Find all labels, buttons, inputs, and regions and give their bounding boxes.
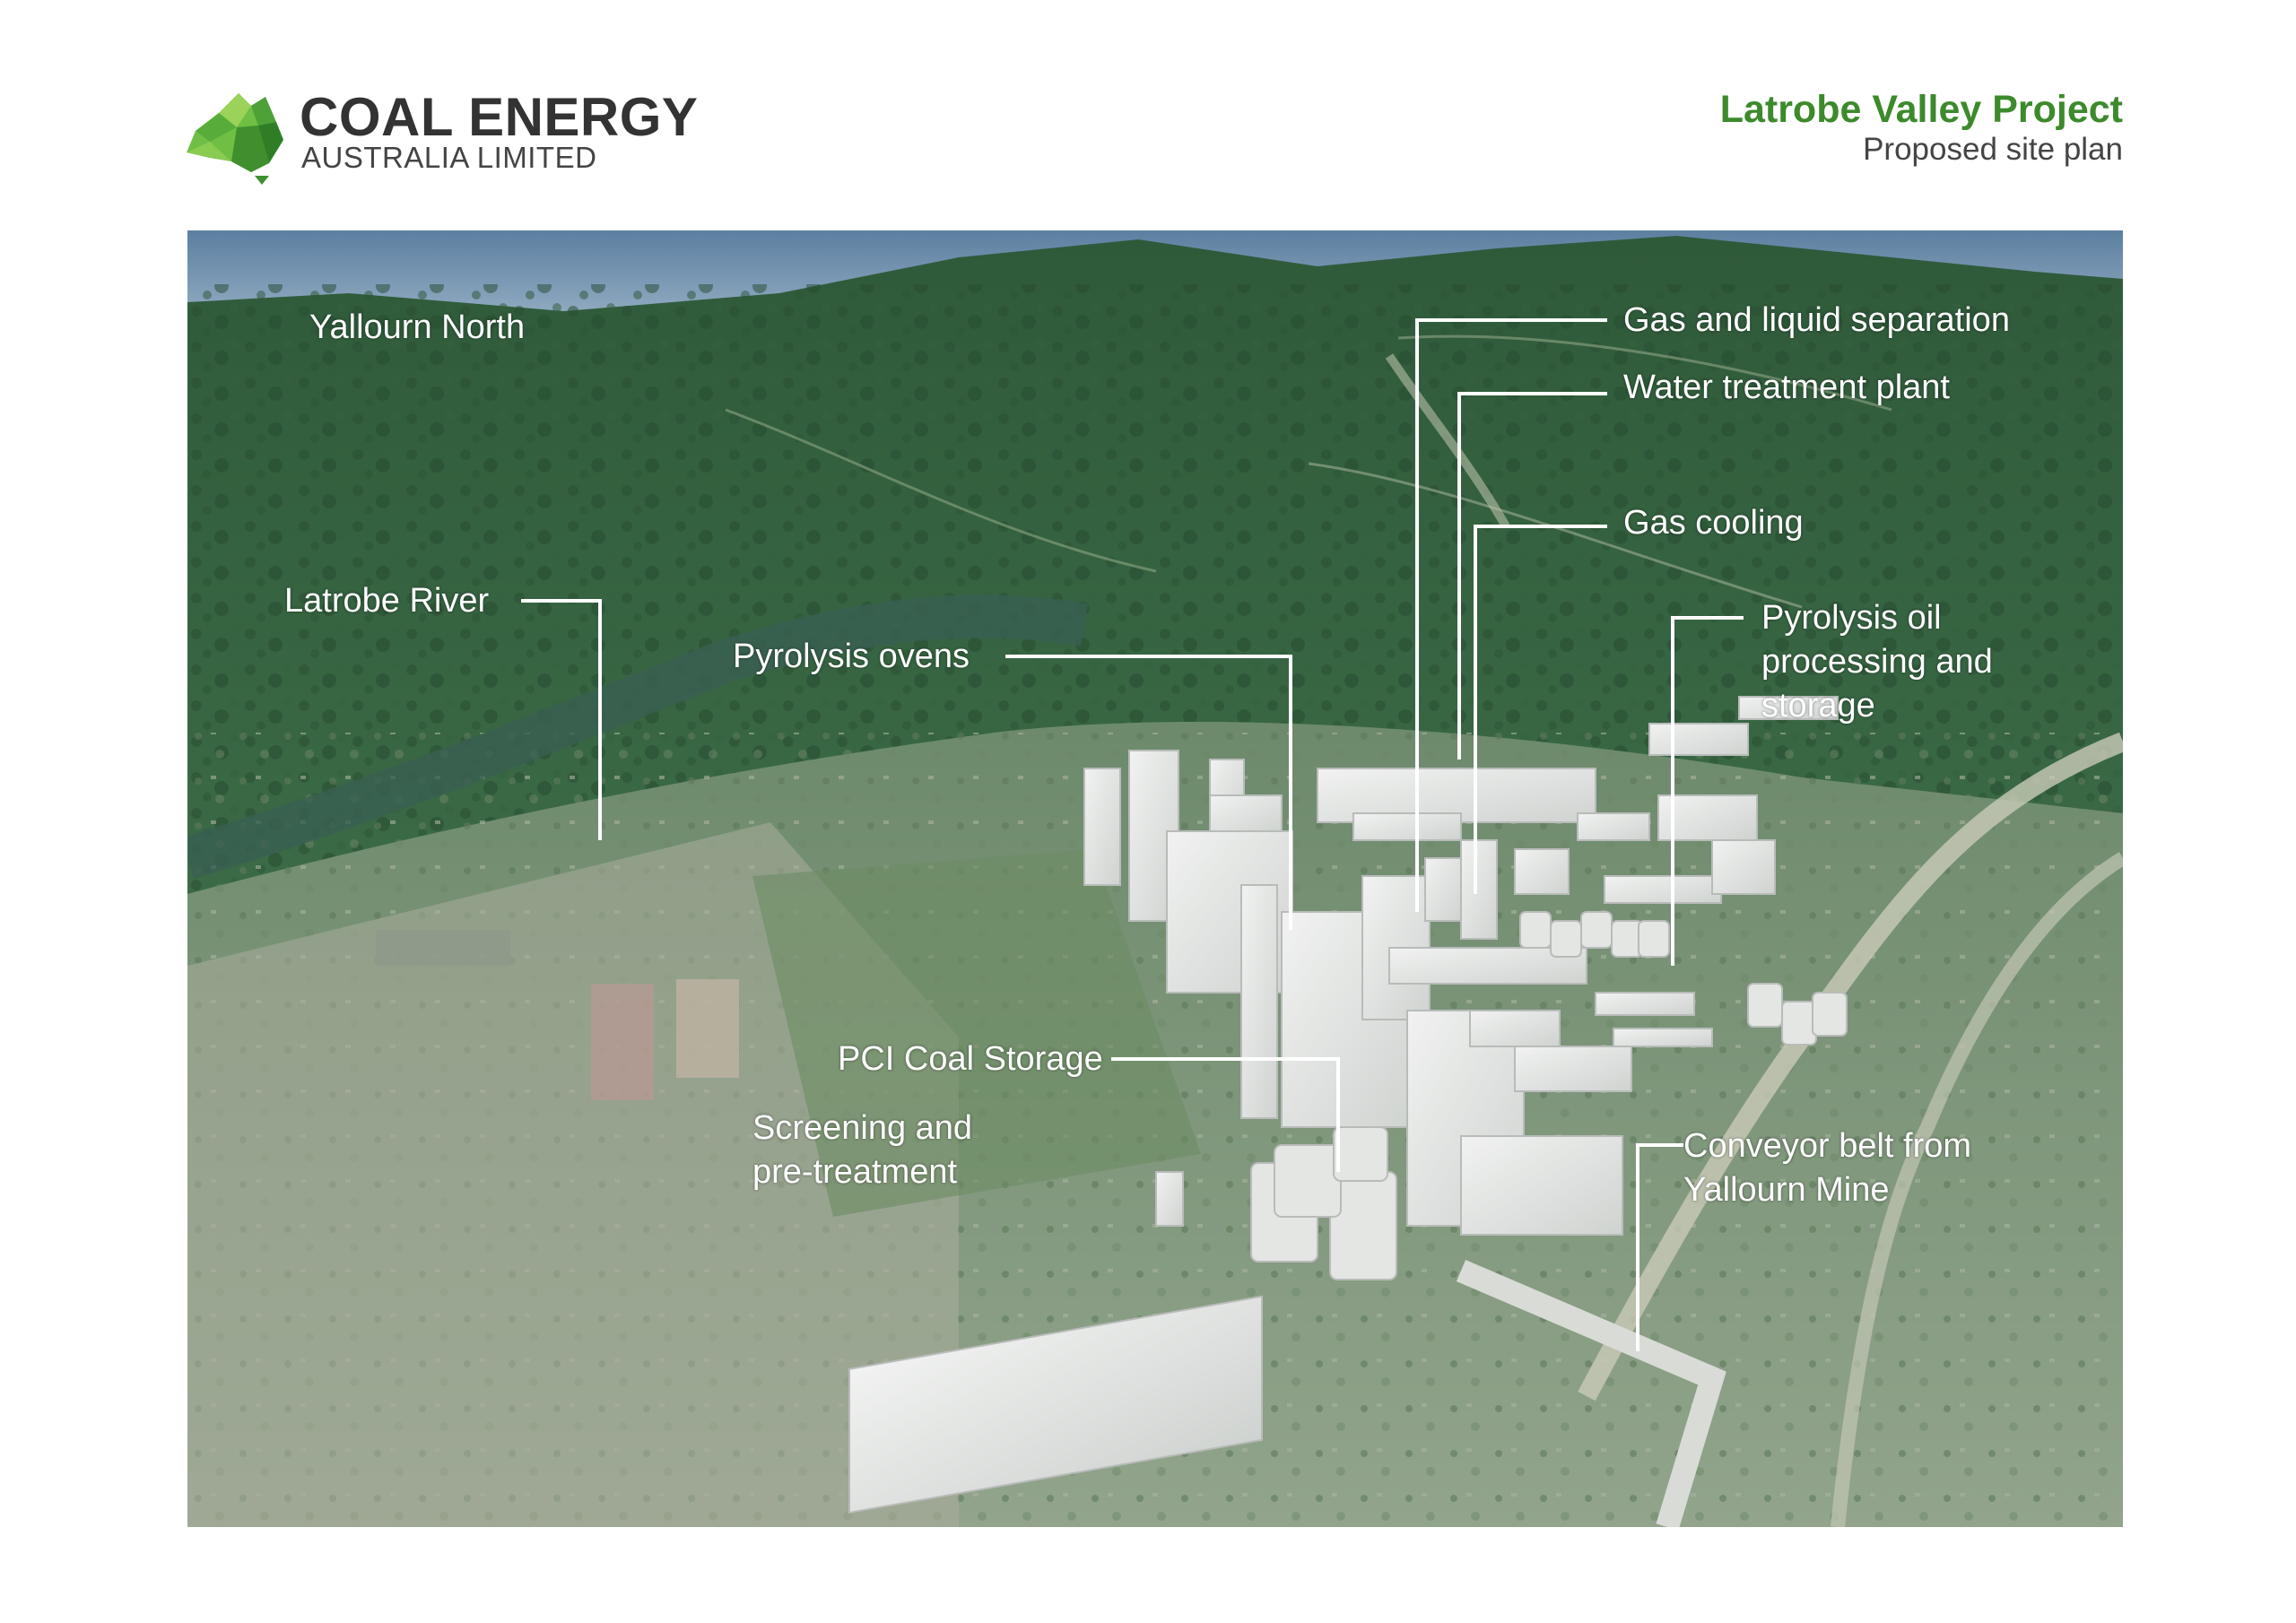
project-title: Latrobe Valley Project <box>1719 88 2123 131</box>
label-conveyor-1: Conveyor belt from <box>1683 1127 1972 1165</box>
storage-tanks <box>1250 911 1848 1280</box>
label-pyrolysis-oil-1: Pyrolysis oil <box>1761 599 1942 637</box>
brand-subtitle: AUSTRALIA LIMITED <box>301 141 597 174</box>
aerial-terrain-image <box>187 230 2123 1527</box>
callout-leader-lines <box>521 318 1744 1351</box>
label-pyrolysis-oil-3: storage <box>1761 687 1875 725</box>
plant-buildings <box>848 696 1839 1515</box>
label-pyrolysis-oil-2: processing and <box>1761 643 1993 681</box>
label-screening-2: pre-treatment <box>752 1153 958 1191</box>
label-conveyor-2: Yallourn Mine <box>1683 1171 1890 1209</box>
label-gas-cooling: Gas cooling <box>1623 504 1804 542</box>
label-screening-1: Screening and <box>752 1109 973 1147</box>
label-gas-liquid-separation: Gas and liquid separation <box>1623 301 2010 339</box>
australia-map-logo-icon <box>187 93 283 185</box>
project-subtitle: Proposed site plan <box>1863 132 2123 167</box>
label-pyrolysis-ovens: Pyrolysis ovens <box>733 638 970 675</box>
label-pci-coal-storage: PCI Coal Storage <box>838 1040 1103 1078</box>
company-logo: COAL ENERGY AUSTRALIA LIMITED <box>183 86 698 185</box>
label-water-treatment-plant: Water treatment plant <box>1623 369 1950 406</box>
label-yallourn-north: Yallourn North <box>309 308 526 346</box>
label-latrobe-river: Latrobe River <box>284 582 490 620</box>
aerial-site-view: Yallourn North Latrobe River Pyrolysis o… <box>187 230 2123 1527</box>
brand-name: COAL ENERGY <box>300 87 699 147</box>
